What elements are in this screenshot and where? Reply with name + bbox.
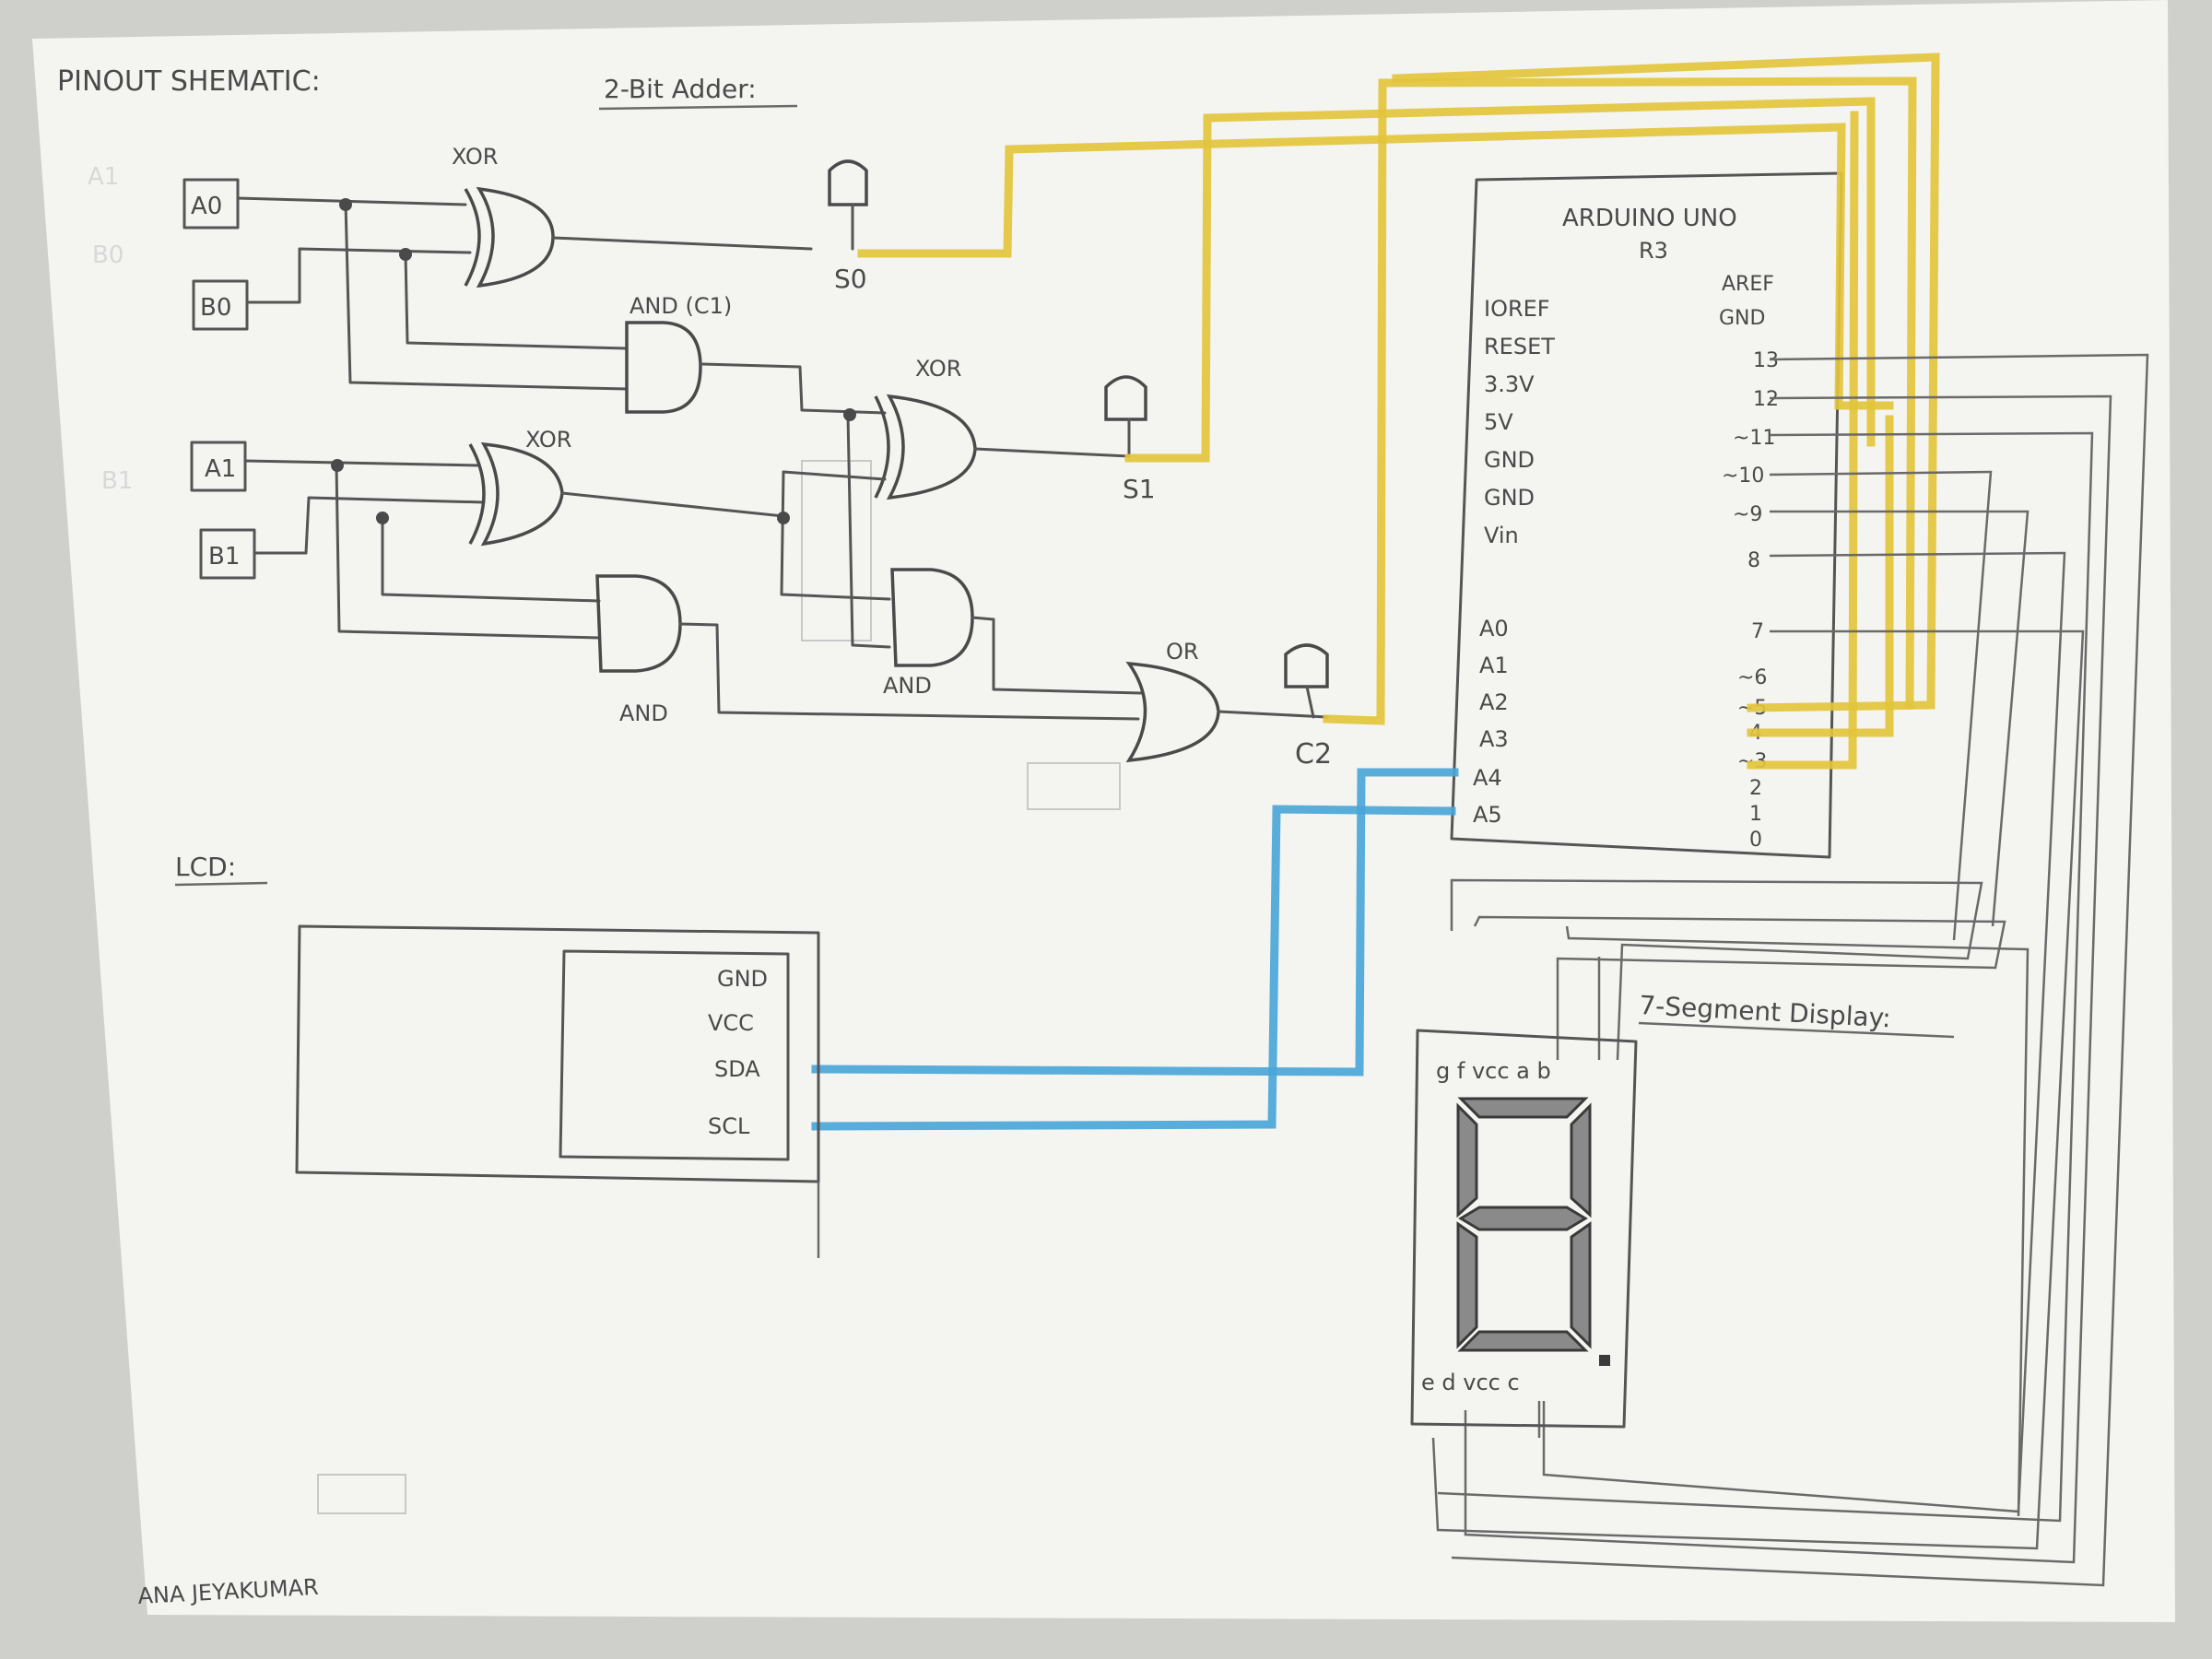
svg-text:GND: GND: [1484, 485, 1535, 511]
and-gate-c1: AND (C1): [625, 293, 732, 414]
bit0-wiring: [236, 196, 629, 391]
svg-text:AND: AND: [883, 673, 932, 699]
input-a1: A1: [190, 441, 247, 492]
or-gate: OR: [1125, 639, 1220, 763]
svg-text:A1: A1: [88, 163, 119, 191]
svg-text:SCL: SCL: [708, 1113, 750, 1139]
arduino-title: ARDUINO UNO: [1562, 205, 1737, 232]
svg-text:AREF: AREF: [1722, 273, 1774, 296]
svg-text:OR: OR: [1166, 639, 1199, 665]
yellow-output-wires: [857, 53, 1940, 770]
blue-i2c-wires: [811, 768, 1459, 1131]
c2-wire: [1217, 710, 1329, 719]
seven-seg-top-pins: g f vcc a b: [1436, 1058, 1551, 1084]
svg-text:RESET: RESET: [1484, 334, 1555, 359]
svg-text:A2: A2: [1479, 689, 1509, 715]
svg-text:A4: A4: [1473, 765, 1502, 791]
adder-title: 2-Bit Adder:: [604, 74, 757, 104]
svg-text:~10: ~10: [1722, 465, 1764, 488]
lcd-label: LCD:: [175, 852, 236, 882]
svg-text:B0: B0: [92, 241, 124, 269]
svg-text:B1: B1: [101, 467, 133, 495]
svg-text:8: 8: [1747, 549, 1760, 572]
svg-text:1: 1: [1749, 803, 1762, 826]
svg-text:12: 12: [1753, 388, 1779, 411]
svg-text:B1: B1: [208, 543, 240, 571]
svg-text:13: 13: [1753, 349, 1779, 372]
lcd-module: LCD: GND VCC SDA SCL: [174, 852, 820, 1258]
p1-wire: [560, 491, 785, 518]
svg-text:AND (C1): AND (C1): [629, 293, 732, 319]
svg-text:Vin: Vin: [1484, 523, 1519, 548]
arduino-subtitle: R3: [1639, 238, 1668, 264]
schematic-title: PINOUT SHEMATIC:: [57, 65, 321, 98]
xor-gate-mid: XOR: [874, 356, 977, 500]
segment-wires: [1431, 353, 2149, 1587]
svg-text:VCC: VCC: [708, 1010, 754, 1036]
xor-gate-low: XOR: [468, 427, 571, 547]
svg-text:C2: C2: [1295, 738, 1332, 771]
svg-text:XOR: XOR: [525, 427, 571, 453]
svg-text:AND: AND: [619, 700, 668, 726]
svg-text:2: 2: [1749, 777, 1762, 800]
svg-text:~9: ~9: [1733, 503, 1762, 526]
svg-text:0: 0: [1749, 829, 1762, 852]
input-b0: B0: [192, 279, 249, 331]
svg-text:A1: A1: [1479, 653, 1509, 678]
svg-text:3.3V: 3.3V: [1484, 371, 1535, 397]
svg-text:GND: GND: [717, 966, 768, 992]
and-low-out-wire: [678, 622, 1140, 721]
svg-text:A0: A0: [1479, 616, 1509, 641]
c2-led-icon: C2: [1284, 643, 1332, 771]
svg-text:XOR: XOR: [452, 144, 498, 170]
svg-text:XOR: XOR: [915, 356, 961, 382]
bit1-wiring: [243, 459, 601, 640]
svg-text:S0: S0: [834, 264, 867, 294]
input-a0: A0: [182, 178, 240, 229]
and-mid-out-wire: [971, 616, 1143, 695]
svg-text:A3: A3: [1479, 726, 1509, 752]
xor-gate-top: XOR: [452, 144, 555, 288]
s0-led-icon: S0: [828, 159, 868, 294]
paper-sheet: [32, 0, 2175, 1622]
svg-text:A5: A5: [1473, 802, 1502, 828]
c1-wire: [699, 362, 887, 415]
svg-text:GND: GND: [1719, 307, 1765, 330]
s1-wire: [973, 447, 1131, 458]
arduino-analog-pins: A0 A1 A2 A3 A4 A5: [1473, 616, 1509, 828]
svg-text:S1: S1: [1123, 474, 1156, 504]
svg-text:SDA: SDA: [714, 1056, 760, 1082]
svg-text:~6: ~6: [1737, 666, 1767, 689]
svg-text:IOREF: IOREF: [1484, 296, 1550, 322]
svg-text:B0: B0: [200, 294, 231, 322]
svg-text:7: 7: [1751, 620, 1764, 643]
adder-title-underline: [598, 104, 798, 111]
svg-text:~11: ~11: [1733, 427, 1775, 450]
svg-text:GND: GND: [1484, 447, 1535, 473]
arduino-board: ARDUINO UNO R3 IOREF RESET 3.3V 5V GND G…: [1450, 171, 1843, 859]
svg-text:A0: A0: [191, 193, 222, 220]
svg-text:A1: A1: [205, 455, 236, 483]
seven-seg-bottom-pins: e d vcc c: [1421, 1370, 1520, 1395]
svg-text:5V: 5V: [1484, 409, 1513, 435]
arduino-power-pins: IOREF RESET 3.3V 5V GND GND Vin: [1484, 296, 1555, 548]
s1-led-icon: S1: [1104, 375, 1156, 504]
carry-wiring: [777, 408, 891, 649]
s0-wire: [551, 236, 813, 251]
seven-segment-display: 7-Segment Display: g f vcc a b e d vcc c: [1410, 990, 1955, 1429]
